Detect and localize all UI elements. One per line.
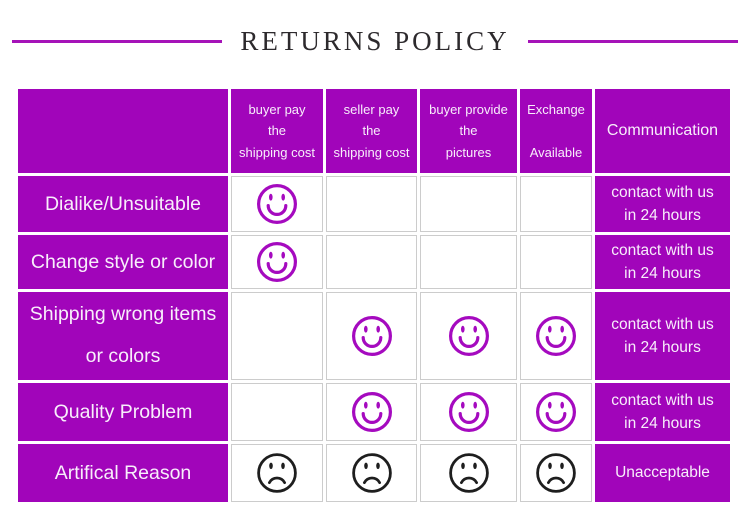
row-label: Dialike/Unsuitable <box>18 176 228 232</box>
sad-face-icon <box>257 453 297 493</box>
mark-cell-buyer-pay-shipping <box>231 383 323 441</box>
mark-cell-buyer-pay-shipping <box>231 292 323 380</box>
mark-cell-buyer-provide-pictures <box>420 176 517 232</box>
mark-cell-seller-pay-shipping <box>326 176 417 232</box>
communication-cell: contact with us in 24 hours <box>595 235 730 289</box>
happy-face-icon <box>536 392 576 432</box>
mark-cell-seller-pay-shipping <box>326 444 417 502</box>
sad-face-icon <box>351 453 392 493</box>
mark-cell-buyer-provide-pictures <box>420 444 517 502</box>
mark-cell-exchange-available <box>520 176 592 232</box>
happy-face-icon <box>536 316 576 356</box>
mark-cell-exchange-available <box>520 383 592 441</box>
row-label: Change style or color <box>18 235 228 289</box>
mark-cell-buyer-pay-shipping <box>231 235 323 289</box>
row-label: Shipping wrong items or colors <box>18 292 228 380</box>
happy-face-icon <box>351 392 392 432</box>
communication-cell: contact with us in 24 hours <box>595 176 730 232</box>
happy-face-icon <box>257 184 297 224</box>
happy-face-icon <box>257 242 297 282</box>
communication-cell: contact with us in 24 hours <box>595 292 730 380</box>
happy-face-icon <box>351 316 392 356</box>
communication-cell: Unacceptable <box>595 444 730 502</box>
sad-face-icon <box>536 453 576 493</box>
communication-cell: contact with us in 24 hours <box>595 383 730 441</box>
mark-cell-exchange-available <box>520 292 592 380</box>
mark-cell-seller-pay-shipping <box>326 383 417 441</box>
row-label: Quality Problem <box>18 383 228 441</box>
mark-cell-seller-pay-shipping <box>326 292 417 380</box>
mark-cell-buyer-pay-shipping <box>231 444 323 502</box>
mark-cell-buyer-provide-pictures <box>420 383 517 441</box>
column-header-row-labels <box>18 89 228 173</box>
column-header-seller-pay-shipping: seller pay the shipping cost <box>326 89 417 173</box>
page-header: RETURNS POLICY <box>0 0 750 57</box>
column-header-communication: Communication <box>595 89 730 173</box>
title-rule-right <box>527 40 738 43</box>
column-header-exchange-available: Exchange Available <box>520 89 592 173</box>
mark-cell-buyer-provide-pictures <box>420 235 517 289</box>
mark-cell-buyer-pay-shipping <box>231 176 323 232</box>
mark-cell-buyer-provide-pictures <box>420 292 517 380</box>
column-header-buyer-pay-shipping: buyer pay the shipping cost <box>231 89 323 173</box>
sad-face-icon <box>448 453 489 493</box>
row-label: Artifical Reason <box>18 444 228 502</box>
happy-face-icon <box>448 316 489 356</box>
page-title: RETURNS POLICY <box>240 26 510 56</box>
mark-cell-exchange-available <box>520 444 592 502</box>
title-rule-left <box>12 40 223 43</box>
column-header-buyer-provide-pictures: buyer provide the pictures <box>420 89 517 173</box>
mark-cell-seller-pay-shipping <box>326 235 417 289</box>
happy-face-icon <box>448 392 489 432</box>
mark-cell-exchange-available <box>520 235 592 289</box>
